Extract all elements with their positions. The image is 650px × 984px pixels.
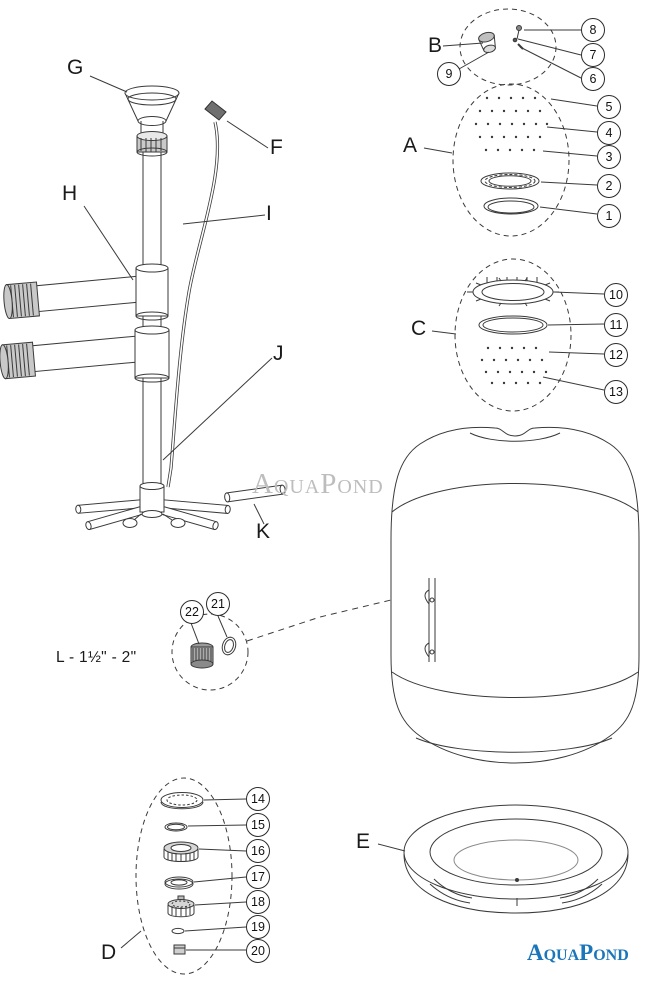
- label-A: A: [403, 134, 418, 157]
- label-B: B: [428, 34, 443, 57]
- label-F: F: [270, 136, 283, 159]
- callout-22: 22: [180, 600, 204, 624]
- group-l: [171, 599, 392, 691]
- tank-base: [377, 804, 629, 914]
- brand-logo: AquaPond: [527, 940, 629, 965]
- callout-3: 3: [597, 145, 621, 169]
- callout-13: 13: [604, 380, 628, 404]
- label-E: E: [356, 830, 371, 853]
- callout-17: 17: [246, 865, 270, 889]
- callout-20: 20: [246, 939, 270, 963]
- label-I: I: [266, 202, 272, 225]
- callout-1: 1: [597, 204, 621, 228]
- callout-16: 16: [246, 839, 270, 863]
- callout-21: 21: [206, 592, 230, 616]
- callout-18: 18: [246, 890, 270, 914]
- callout-5: 5: [597, 95, 621, 119]
- group-d: [120, 777, 247, 975]
- callout-2: 2: [597, 174, 621, 198]
- label-G: G: [67, 56, 84, 79]
- callout-9: 9: [437, 62, 461, 86]
- standpipe-assembly: [0, 75, 286, 531]
- callout-4: 4: [597, 121, 621, 145]
- label-L-size: L - 1½" - 2": [56, 649, 137, 666]
- group-b: [442, 8, 582, 86]
- callout-11: 11: [604, 313, 628, 337]
- callout-12: 12: [604, 343, 628, 367]
- group-a: [423, 83, 598, 237]
- callout-15: 15: [246, 813, 270, 837]
- watermark-text: AquaPond: [252, 468, 384, 500]
- label-D: D: [101, 941, 117, 964]
- callout-10: 10: [604, 283, 628, 307]
- label-C: C: [411, 317, 427, 340]
- callout-8: 8: [581, 18, 605, 42]
- label-J: J: [273, 342, 284, 365]
- tank-body: [390, 426, 640, 764]
- label-H: H: [62, 182, 78, 205]
- callout-6: 6: [581, 67, 605, 91]
- group-c: [431, 258, 605, 412]
- callout-14: 14: [246, 787, 270, 811]
- callout-7: 7: [581, 43, 605, 67]
- label-K: K: [256, 520, 271, 543]
- callout-19: 19: [246, 915, 270, 939]
